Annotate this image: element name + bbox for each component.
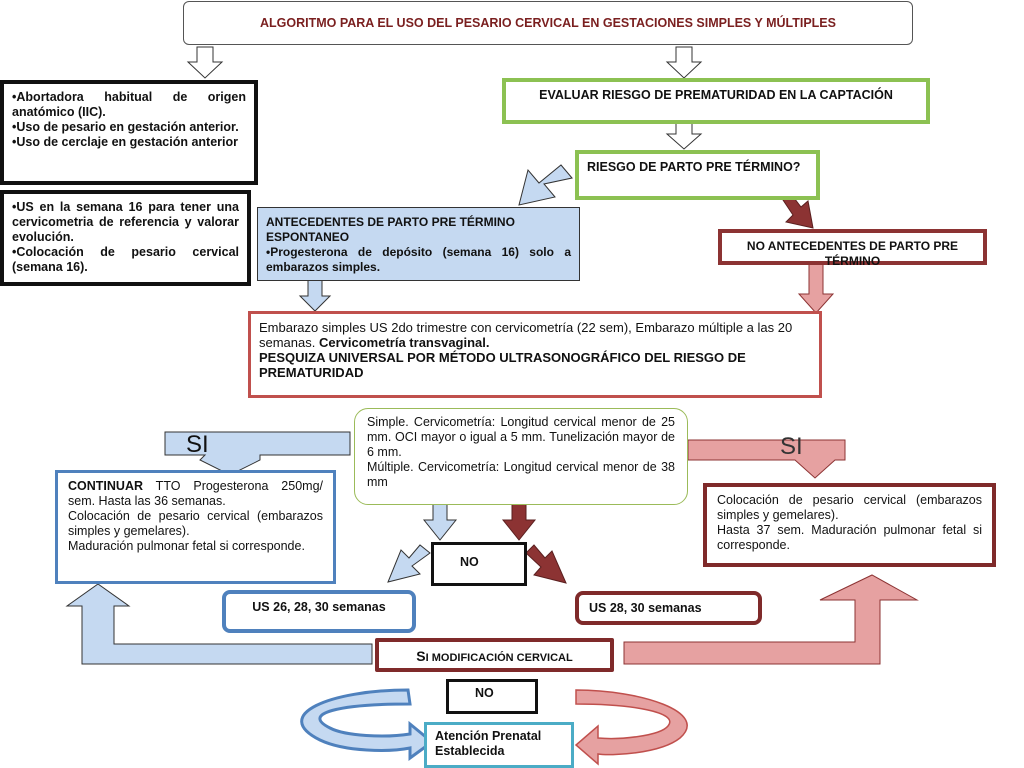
prenatal-care-box: Atención Prenatal Establecida [424,722,574,768]
si-right-arrow [687,439,846,479]
criteria-multiple: Múltiple. Cervicometría: Longitud cervic… [367,460,675,489]
pessary-placement-box: Colocación de pesario cervical (embarazo… [703,483,996,567]
title-left-down-arrow [186,46,224,79]
us16-item: US en la semana 16 para tener una cervic… [12,200,239,245]
us16-item: Colocación de pesario cervical (semana 1… [12,245,239,275]
history-box: Abortadora habitual de origen anatómico … [0,80,258,185]
screening-line1: Embarazo simples US 2do trimestre con ce… [259,320,793,350]
history-item: Uso de cerclaje en gestación anterior [12,135,246,150]
title-right-down-arrow [665,46,703,79]
return-to-pessary-arrow [623,574,919,665]
us16-box: US en la semana 16 para tener una cervic… [0,190,251,286]
screening-box: Embarazo simples US 2do trimestre con ce… [248,311,822,398]
continue-treatment-box: CONTINUAR TTO Progesterona 250mg/ sem. H… [55,470,336,584]
cervical-modification-box: SI MODIFICACIÓN CERVICAL [375,638,614,672]
criteria-simple: Simple. Cervicometría: Longitud cervical… [367,415,675,459]
no-antecedentes-box: NO ANTECEDENTES DE PARTO PRE TÉRMINO [718,229,987,268]
antecedentes-down-arrow [298,279,332,312]
criteria-red-down-arrow [501,503,537,541]
antecedentes-heading: ANTECEDENTES DE PARTO PRE TÉRMINO ESPONT… [266,215,515,244]
antecedentes-item: •Progesterona de depósito (semana 16) so… [266,245,571,274]
no-mid-box: NO [431,542,527,586]
us-right-box: US 28, 30 semanas [575,591,762,625]
history-item: Abortadora habitual de origen anatómico … [12,90,246,120]
si-left-arrow [164,431,351,476]
antecedentes-box: ANTECEDENTES DE PARTO PRE TÉRMINO ESPONT… [257,207,580,281]
risk-question-box: RIESGO DE PARTO PRE TÉRMINO? [575,150,820,200]
screening-line2: PESQUIZA UNIVERSAL POR MÉTODO ULTRASONOG… [259,350,746,380]
evaluate-down-arrow [665,121,703,150]
no-to-us-right-arrow [525,544,567,584]
no-antecedentes-down-arrow [797,263,835,314]
si-left-label: SI [186,431,209,458]
diagram-title: ALGORITMO PARA EL USO DEL PESARIO CERVIC… [183,1,913,45]
no-bottom-box: NO [446,679,538,714]
si-right-label: SI [780,433,803,460]
criteria-box: Simple. Cervicometría: Longitud cervical… [354,408,688,505]
return-to-continue-arrow [65,583,373,665]
curved-blue-arrow [300,688,435,761]
no-to-us-left-arrow [387,544,431,583]
risk-to-antecedentes-arrow [518,164,573,206]
history-item: Uso de pesario en gestación anterior. [12,120,246,135]
curved-pink-arrow [574,689,688,766]
criteria-blue-down-arrow [422,503,458,541]
us-left-box: US 26, 28, 30 semanas [222,590,416,633]
evaluate-risk-box: EVALUAR RIESGO DE PREMATURIDAD EN LA CAP… [502,78,930,124]
